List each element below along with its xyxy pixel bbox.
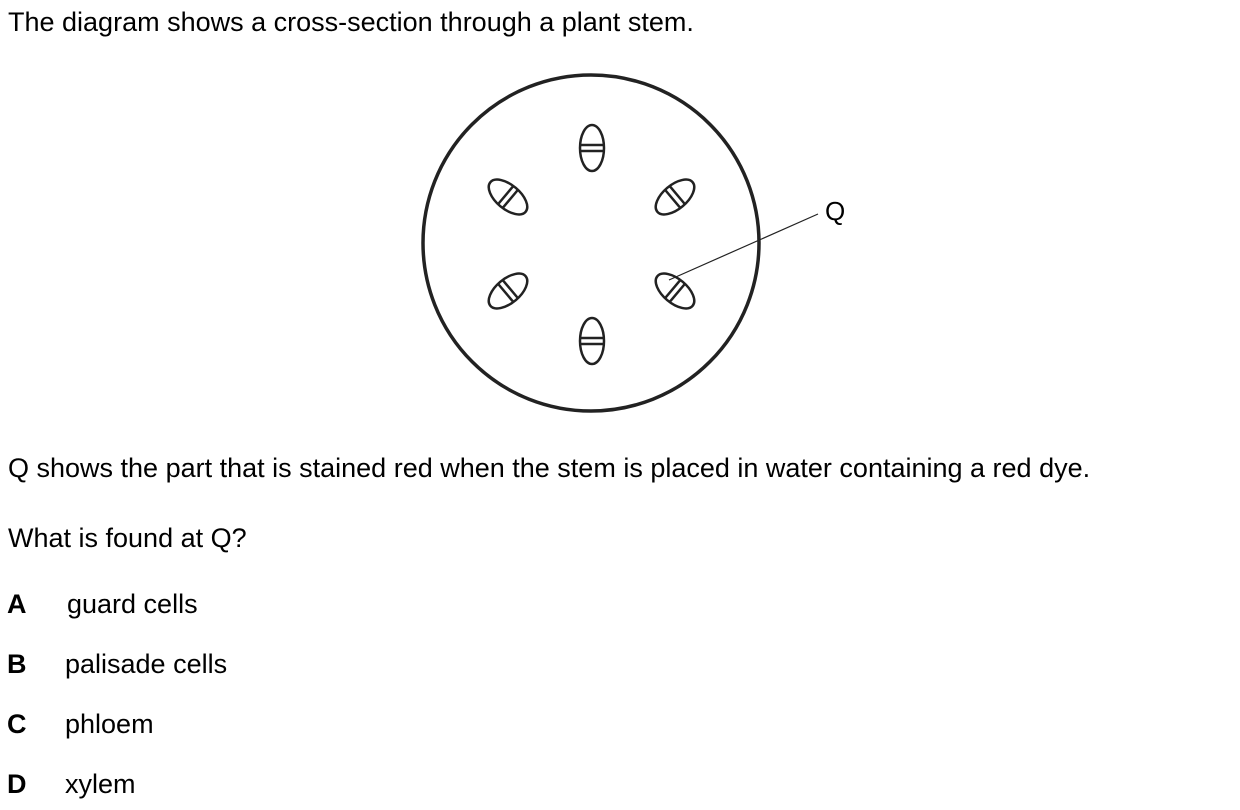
label-q: Q bbox=[825, 196, 845, 226]
option-letter: B bbox=[7, 649, 27, 679]
stem-cross-section-diagram: Q bbox=[421, 73, 845, 413]
option-text: xylem bbox=[65, 769, 136, 799]
option-text: phloem bbox=[65, 709, 154, 739]
stem-outline bbox=[421, 73, 761, 413]
vascular-bundle-upper-left bbox=[487, 178, 529, 216]
question-prompt: What is found at Q? bbox=[8, 523, 247, 553]
vascular-bundle-bottom bbox=[578, 316, 606, 366]
question-statement: Q shows the part that is stained red whe… bbox=[8, 453, 1091, 483]
vascular-bundle-upper-right bbox=[654, 178, 696, 216]
vascular-bundle-lower-right bbox=[654, 272, 696, 310]
vascular-bundle-lower-left bbox=[487, 272, 529, 310]
vascular-bundle-top bbox=[578, 123, 606, 173]
option-text: guard cells bbox=[67, 589, 198, 619]
option-letter: C bbox=[7, 709, 27, 739]
label-line-q bbox=[668, 213, 819, 281]
option-text: palisade cells bbox=[65, 649, 228, 679]
option-letter: A bbox=[7, 589, 27, 619]
question-intro: The diagram shows a cross-section throug… bbox=[8, 7, 694, 37]
option-letter: D bbox=[7, 769, 27, 799]
